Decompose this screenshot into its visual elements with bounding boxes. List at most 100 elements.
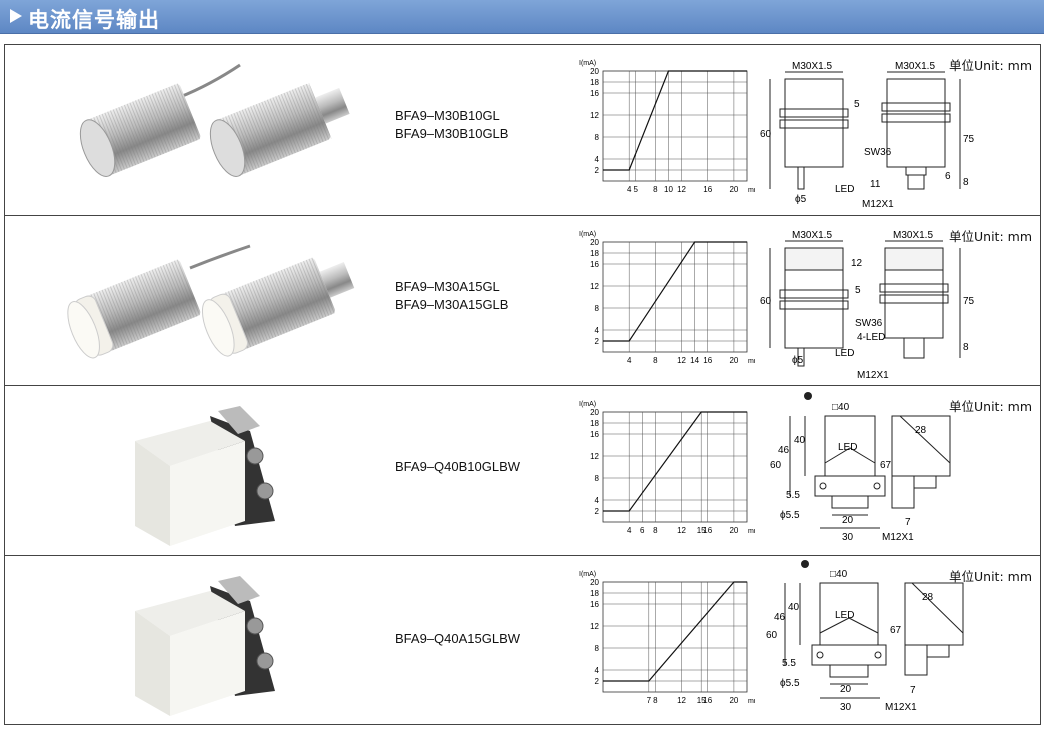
dim-label: 11 — [870, 179, 881, 190]
unit-label: 单位Unit: mm — [949, 399, 1032, 414]
dim-label: LED — [838, 442, 857, 453]
model-number: BFA9–M30B10GL — [395, 108, 500, 123]
dim-label: 5 — [855, 285, 861, 296]
dim-label: 75 — [963, 134, 975, 145]
x-tick-label: 20 — [729, 526, 738, 535]
y-tick-label: 4 — [595, 326, 600, 335]
unit-label: 单位Unit: mm — [949, 569, 1032, 584]
dim-label: 60 — [760, 296, 772, 307]
dim-label: M30X1.5 — [792, 230, 832, 241]
dim-label: 28 — [922, 592, 934, 603]
x-tick-label: 8 — [653, 526, 658, 535]
y-axis-label: I(mA) — [579, 60, 596, 67]
dim-label: 60 — [760, 129, 772, 140]
unit-label: 单位Unit: mm — [949, 58, 1032, 73]
x-tick-label: 7 — [647, 696, 652, 705]
y-tick-label: 18 — [590, 249, 599, 258]
y-tick-label: 12 — [590, 452, 599, 461]
y-tick-label: 18 — [590, 78, 599, 87]
model-number: BFA9–M30A15GL — [395, 279, 500, 294]
x-tick-label: 12 — [677, 185, 686, 194]
y-tick-label: 12 — [590, 282, 599, 291]
product-row: BFA9–M30B10GL BFA9–M30B10GLB 20 18 16 12 8 4 2… — [5, 45, 1040, 216]
dim-label: ϕ5 — [792, 355, 804, 366]
x-tick-label: 5 — [634, 185, 639, 194]
model-list: BFA9–M30B10GL BFA9–M30B10GLB — [395, 107, 508, 143]
x-tick-label: 4 — [627, 185, 632, 194]
y-tick-label: 2 — [595, 166, 600, 175]
dim-label: M12X1 — [882, 532, 914, 543]
dim-label: 6 — [945, 171, 951, 182]
x-tick-label: 16 — [703, 185, 712, 194]
x-tick-label: 12 — [677, 356, 686, 365]
dim-label: 20 — [842, 515, 854, 526]
y-tick-label: 8 — [595, 644, 600, 653]
x-tick-label: 8 — [653, 696, 658, 705]
dim-label: 5 — [854, 99, 860, 110]
unit-label: 单位Unit: mm — [949, 229, 1032, 244]
y-axis-label: I(mA) — [579, 401, 596, 408]
dim-label: 8 — [963, 177, 969, 188]
dim-label: 46 — [778, 445, 790, 456]
x-tick-label: 8 — [653, 356, 658, 365]
current-curve — [603, 241, 747, 342]
model-number: BFA9–Q40B10GLBW — [395, 459, 521, 474]
dim-label: ϕ5.5 — [780, 678, 800, 689]
y-tick-label: 16 — [590, 430, 599, 439]
dim-label: M30X1.5 — [895, 61, 935, 72]
dim-label: 75 — [963, 296, 975, 307]
dim-label: LED — [835, 610, 854, 621]
alignment-mark-icon — [804, 392, 812, 400]
model-number: BFA9–M30A15GLB — [395, 297, 509, 312]
x-tick-label: 6 — [640, 526, 645, 535]
product-table: BFA9–M30B10GL BFA9–M30B10GLB 20 18 16 12 8 4 2… — [4, 44, 1041, 725]
plot-frame — [602, 411, 748, 523]
y-tick-label: 8 — [595, 304, 600, 313]
dim-label: 7 — [905, 517, 911, 528]
y-tick-label: 20 — [590, 67, 599, 76]
current-curve — [603, 70, 747, 171]
x-tick-label: 20 — [729, 356, 738, 365]
product-row: BFA9–M30A15GL BFA9–M30A15GLB 20 18 16 12 8 4 2… — [5, 216, 1040, 386]
dim-label: 30 — [842, 532, 854, 543]
x-tick-label: 10 — [664, 185, 673, 194]
x-tick-label: 20 — [729, 185, 738, 194]
x-tick-label: 4 — [627, 526, 632, 535]
x-axis-unit: mm — [748, 358, 755, 365]
dim-label: LED — [835, 184, 854, 195]
triangle-bullet-icon — [10, 9, 22, 23]
dim-label: 67 — [890, 625, 902, 636]
y-tick-label: 20 — [590, 238, 599, 247]
dim-label: 8 — [963, 342, 969, 353]
model-list: BFA9–Q40B10GLBW — [395, 458, 520, 476]
dim-label: 60 — [770, 460, 782, 471]
dim-label: 12 — [851, 258, 863, 269]
y-tick-label: 18 — [590, 419, 599, 428]
dim-label: M12X1 — [885, 702, 917, 713]
y-tick-label: 16 — [590, 260, 599, 269]
dim-label: M30X1.5 — [893, 230, 933, 241]
y-tick-label: 2 — [595, 507, 600, 516]
plot-frame — [602, 241, 748, 353]
cylinder-sensor-photo — [79, 63, 350, 177]
plot-frame — [602, 581, 748, 693]
dim-label: SW36 — [864, 147, 892, 158]
dim-label: M30X1.5 — [792, 61, 832, 72]
x-tick-label: 14 — [690, 356, 699, 365]
y-tick-label: 2 — [595, 677, 600, 686]
dim-label: 5.5 — [786, 490, 800, 501]
plot-frame — [602, 70, 748, 182]
y-tick-label: 8 — [595, 133, 600, 142]
x-tick-label: 16 — [703, 356, 712, 365]
y-tick-label: 12 — [590, 622, 599, 631]
y-axis-label: I(mA) — [579, 571, 596, 578]
dim-label: 4-LED — [857, 332, 885, 343]
x-tick-label: 12 — [677, 696, 686, 705]
current-curve — [603, 581, 747, 682]
x-tick-label: 16 — [703, 526, 712, 535]
x-tick-label: 15 — [697, 696, 706, 705]
